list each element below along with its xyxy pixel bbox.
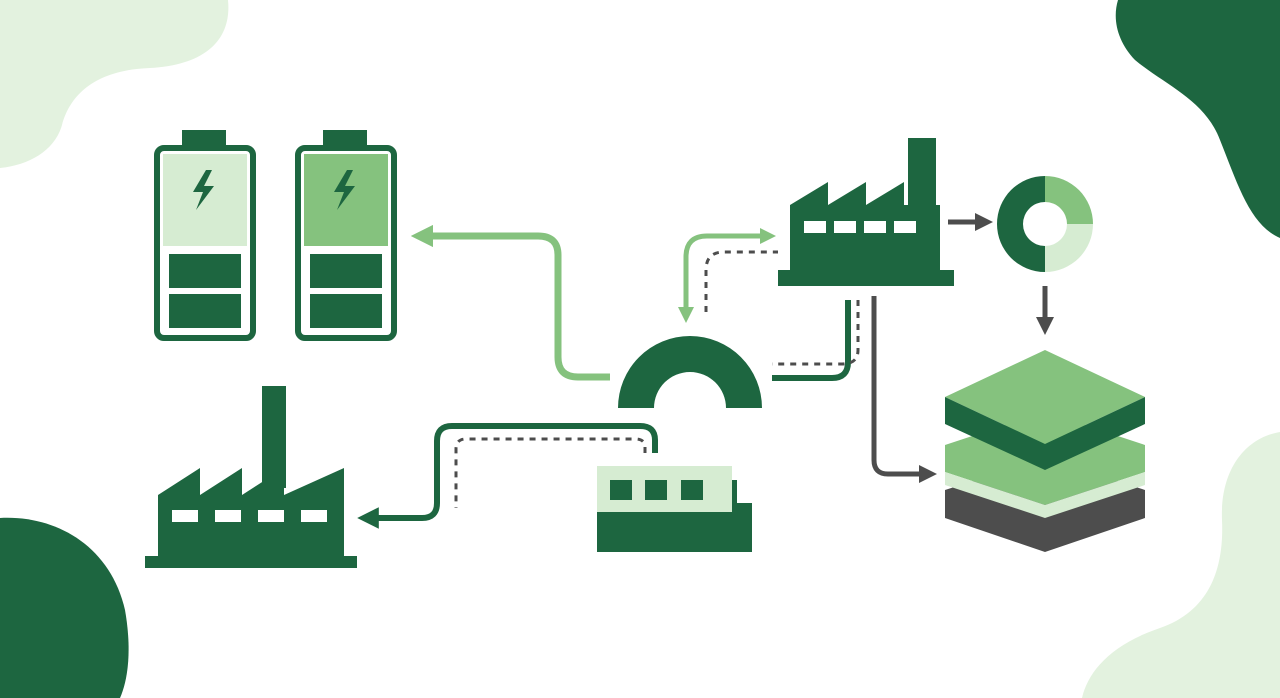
- battery-icon: [154, 130, 256, 341]
- arrow-plant-to-factory: [357, 423, 658, 529]
- arrow-factory-to-arch: [772, 300, 851, 381]
- dashed-link-factory-arch: [772, 300, 860, 366]
- blob-top-right: [1115, 0, 1280, 238]
- blob-top-left: [0, 0, 229, 168]
- layers-stack-icon: [945, 350, 1145, 552]
- blob-bottom-right: [1082, 432, 1280, 698]
- building-icon: [597, 466, 752, 552]
- blob-bottom-left: [0, 517, 129, 698]
- factory-icon: [145, 386, 357, 568]
- factory-icon: [778, 138, 954, 286]
- dashed-link-arch-factory: [704, 250, 778, 312]
- arrow-factory-to-layers: [871, 296, 937, 483]
- arrow-arch-to-battery: [410, 224, 610, 381]
- battery-icon: [295, 130, 397, 341]
- lightning-icon: [334, 170, 355, 210]
- arch-icon: [618, 336, 762, 408]
- lightning-icon: [193, 170, 214, 210]
- arrow-arch-factory-bidirectional: [677, 227, 777, 324]
- donut-chart-icon: [997, 176, 1093, 272]
